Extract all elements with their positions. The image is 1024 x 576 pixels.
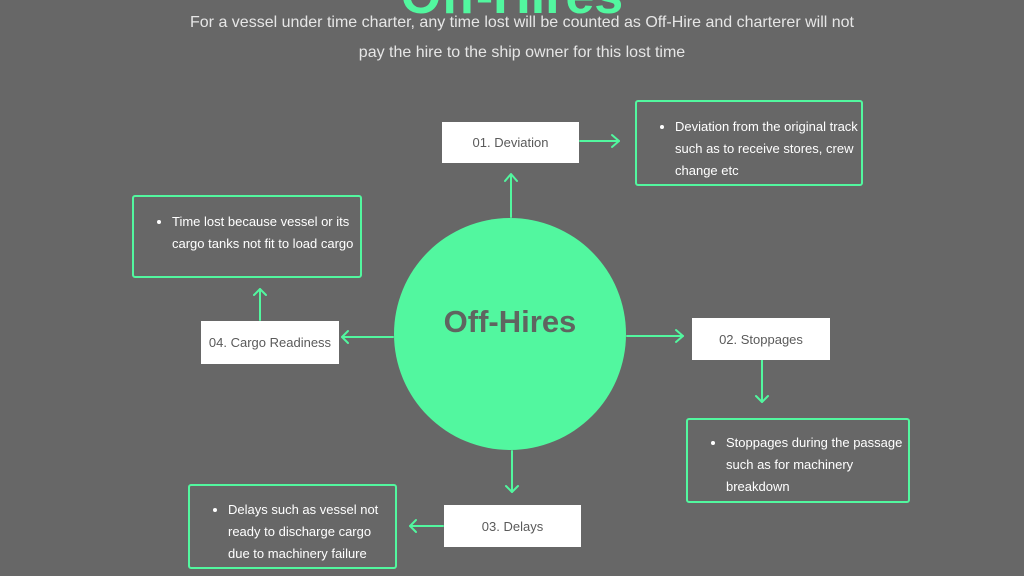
- detail-box-delays: Delays such as vessel not ready to disch…: [188, 484, 397, 569]
- hub-circle: Off-Hires: [394, 218, 626, 450]
- detail-box-cargo-readiness: Time lost because vessel or its cargo ta…: [132, 195, 362, 278]
- branch-label-cargo-readiness: 04. Cargo Readiness: [201, 321, 339, 364]
- detail-box-deviation: Deviation from the original track such a…: [635, 100, 863, 186]
- subtitle: For a vessel under time charter, any tim…: [190, 14, 854, 61]
- branch-label-deviation: 01. Deviation: [442, 122, 579, 163]
- page-title: Off-Hires: [0, 0, 1024, 26]
- detail-text-delays: Delays such as vessel not ready to disch…: [228, 499, 395, 565]
- detail-text-cargo-readiness: Time lost because vessel or its cargo ta…: [172, 211, 360, 255]
- hub-label: Off-Hires: [443, 303, 577, 339]
- detail-box-stoppages: Stoppages during the passage such as for…: [686, 418, 910, 503]
- branch-label-delays: 03. Delays: [444, 505, 581, 547]
- detail-text-stoppages: Stoppages during the passage such as for…: [726, 432, 908, 498]
- detail-text-deviation: Deviation from the original track such a…: [675, 116, 861, 182]
- branch-label-stoppages: 02. Stoppages: [692, 318, 830, 360]
